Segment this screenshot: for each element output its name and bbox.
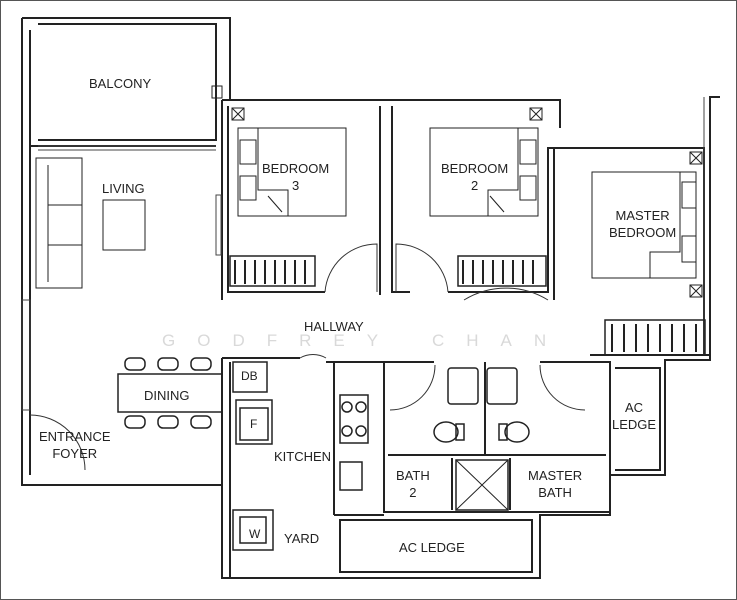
room-bath-2-line1: BATH [396, 468, 430, 483]
beds [237, 127, 697, 279]
room-master-bedroom-line2: BEDROOM [609, 225, 677, 240]
fixture-washer: W [249, 527, 261, 541]
room-ac-ledge-right: AC LEDGE [612, 399, 656, 433]
room-ac-ledge-right-line1: AC [625, 400, 644, 415]
room-balcony: BALCONY [89, 76, 152, 91]
room-master-bath: MASTER BATH [528, 467, 582, 501]
room-entrance-foyer: ENTRANCE FOYER [39, 428, 111, 462]
watermark-right: CHAN [432, 331, 569, 350]
walls [21, 17, 720, 579]
windows [21, 97, 705, 411]
room-bedroom-2-line1: BEDROOM [441, 161, 509, 176]
bath-fixtures [433, 367, 530, 511]
watermark-left: GODFREY [162, 331, 401, 350]
room-yard: YARD [284, 531, 320, 546]
fixture-fridge: F [250, 417, 258, 431]
room-kitchen: KITCHEN [274, 449, 332, 464]
room-ac-ledge-bottom: AC LEDGE [399, 540, 465, 555]
room-living: LIVING [102, 181, 145, 196]
dining-set [117, 357, 223, 429]
room-master-bedroom-line1: MASTER [615, 208, 670, 223]
room-ac-ledge-right-line2: LEDGE [612, 417, 657, 432]
doors [29, 243, 586, 471]
room-bedroom-3: BEDROOM 3 [262, 160, 329, 194]
room-bedroom-2: BEDROOM 2 [441, 160, 508, 194]
room-master-bath-line2: BATH [538, 485, 572, 500]
room-entrance-foyer-line2: FOYER [52, 446, 98, 461]
living-furniture [35, 157, 146, 289]
room-bath-2-line2: 2 [409, 485, 417, 500]
wardrobes [229, 255, 706, 356]
fixture-db: DB [241, 369, 258, 383]
room-bedroom-2-line2: 2 [470, 178, 479, 193]
room-hallway: HALLWAY [304, 319, 364, 334]
room-master-bedroom: MASTER BEDROOM [609, 207, 676, 241]
room-master-bath-line1: MASTER [528, 468, 583, 483]
vent-markers [211, 85, 703, 298]
room-entrance-foyer-line1: ENTRANCE [39, 429, 111, 444]
room-bath-2: BATH 2 [396, 467, 430, 501]
room-bedroom-3-line1: BEDROOM [262, 161, 330, 176]
kitchen-fixtures [232, 361, 369, 551]
room-bedroom-3-line2: 3 [291, 178, 300, 193]
room-dining: DINING [144, 388, 190, 403]
